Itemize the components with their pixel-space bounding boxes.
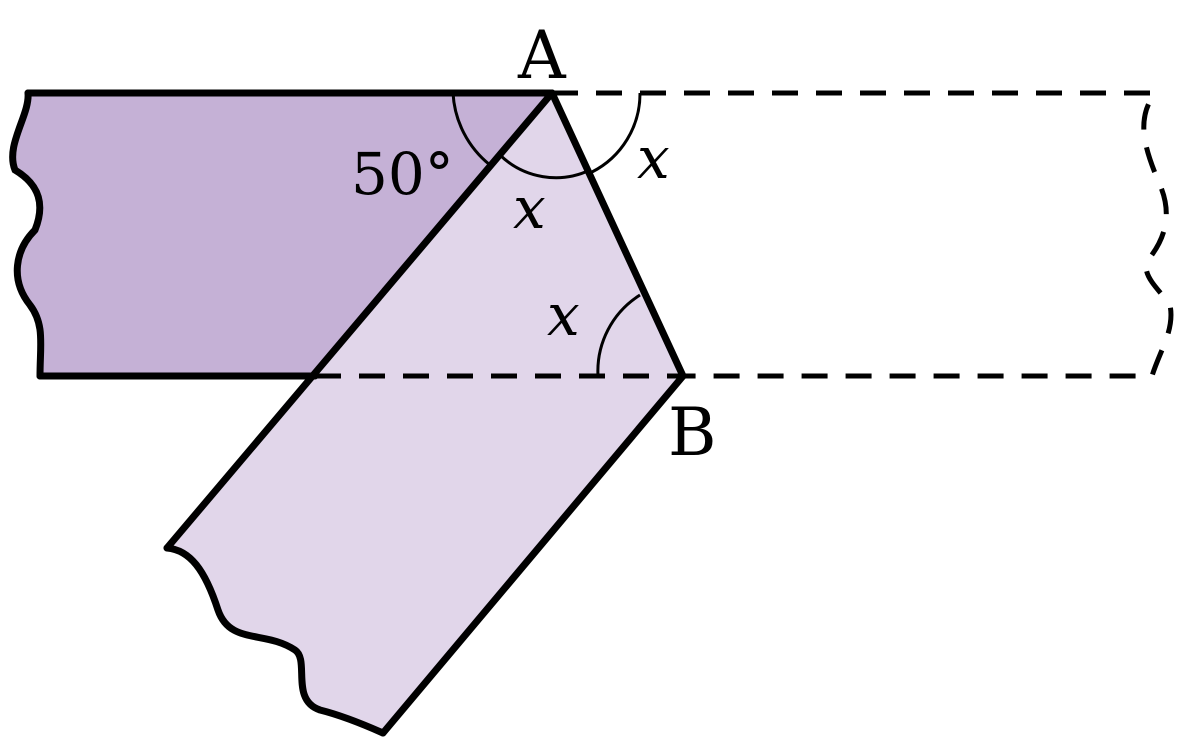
angle-label-x-inside-a: x — [513, 174, 546, 242]
fold-line — [163, 89, 556, 552]
angle-arc-x-outside-at-a — [591, 92, 642, 174]
point-label-b: B — [668, 394, 717, 471]
angle-arc-x-at-b — [596, 293, 641, 377]
angle-label-x-top-right: x — [637, 124, 670, 192]
strip-edge-a-b — [548, 89, 687, 380]
folded-strip-broken-edge — [163, 544, 387, 737]
point-label-a: A — [517, 17, 567, 94]
folded-strip-part — [167, 93, 683, 733]
unfolded-strip-part — [12, 93, 553, 376]
angle-arc-50-degrees — [451, 92, 491, 167]
unfolded-strip-outline — [552, 90, 1174, 379]
angle-label-50-degrees: 50° — [351, 140, 454, 208]
angle-arc-x-inside-at-a — [498, 153, 591, 180]
strip-broken-left-edge — [9, 89, 45, 380]
folded-outer-edge — [379, 372, 687, 737]
angle-label-x-at-b: x — [547, 281, 580, 349]
